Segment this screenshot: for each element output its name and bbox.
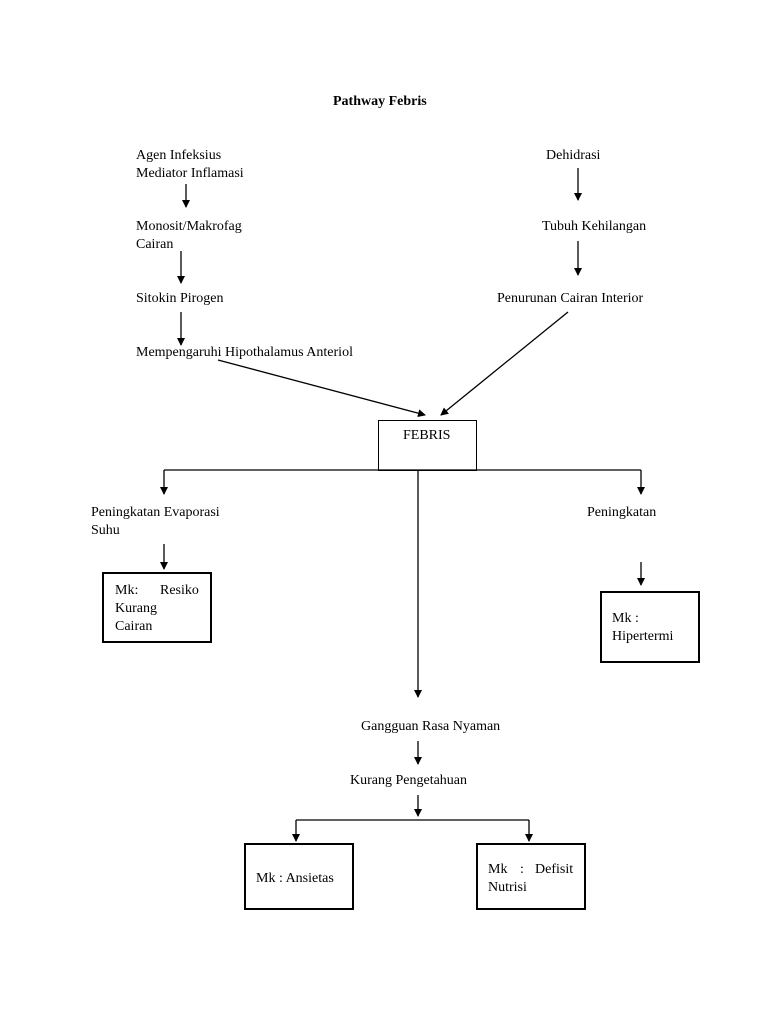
node-sitokin-pirogen: Sitokin Pirogen bbox=[136, 291, 224, 306]
diagnosis-resiko-word: Resiko bbox=[160, 583, 199, 598]
node-peningkatan-evaporasi: Peningkatan Evaporasi bbox=[91, 505, 220, 520]
node-cairan: Cairan bbox=[136, 237, 174, 252]
node-penurunan-cairan: Penurunan Cairan Interior bbox=[497, 291, 644, 306]
page-title: Pathway Febris bbox=[333, 94, 427, 109]
node-mediator-inflamasi: Mediator Inflamasi bbox=[136, 166, 244, 181]
diagnosis-resiko-line2: Kurang bbox=[115, 601, 157, 616]
arrow-penurunan-to-febris bbox=[440, 311, 569, 416]
node-gangguan-rasa-nyaman: Gangguan Rasa Nyaman bbox=[361, 719, 501, 734]
diagnosis-defisit-word: Defisit bbox=[535, 862, 574, 877]
diagnosis-hipertermi-line2: Hipertermi bbox=[612, 629, 674, 644]
node-suhu: Suhu bbox=[91, 523, 120, 538]
diagnosis-hipertermi: Mk : Hipertermi bbox=[600, 591, 700, 663]
node-kurang-pengetahuan: Kurang Pengetahuan bbox=[350, 773, 468, 788]
node-monosit: Monosit/Makrofag bbox=[136, 219, 242, 234]
diagnosis-defisit-nutrisi: Mk : Defisit Nutrisi bbox=[476, 843, 586, 910]
node-tubuh-kehilangan: Tubuh Kehilangan bbox=[542, 219, 647, 234]
node-mempengaruhi-hipothalamus: Mempengaruhi Hipothalamus Anteriol bbox=[136, 345, 353, 360]
diagnosis-resiko-kurang-cairan: Mk: Resiko Kurang Cairan bbox=[102, 572, 212, 643]
diagnosis-hipertermi-line1: Mk : bbox=[612, 611, 639, 626]
node-agen-infeksius: Agen Infeksius bbox=[136, 148, 222, 163]
diagnosis-resiko-mk: Mk: bbox=[115, 583, 139, 598]
febris-label: FEBRIS bbox=[403, 428, 451, 443]
diagnosis-ansietas: Mk : Ansietas bbox=[244, 843, 354, 910]
diagnosis-defisit-line2: Nutrisi bbox=[488, 880, 527, 895]
node-peningkatan: Peningkatan bbox=[587, 505, 657, 520]
arrow-mempengaruhi-to-febris bbox=[217, 359, 426, 418]
diagnosis-defisit-colon: : bbox=[520, 862, 524, 877]
node-dehidrasi: Dehidrasi bbox=[546, 148, 601, 163]
diagnosis-resiko-line3: Cairan bbox=[115, 619, 153, 634]
febris-box: FEBRIS bbox=[378, 420, 477, 471]
diagnosis-defisit-mk: Mk bbox=[488, 862, 508, 877]
diagnosis-ansietas-line1: Mk : Ansietas bbox=[256, 871, 334, 886]
